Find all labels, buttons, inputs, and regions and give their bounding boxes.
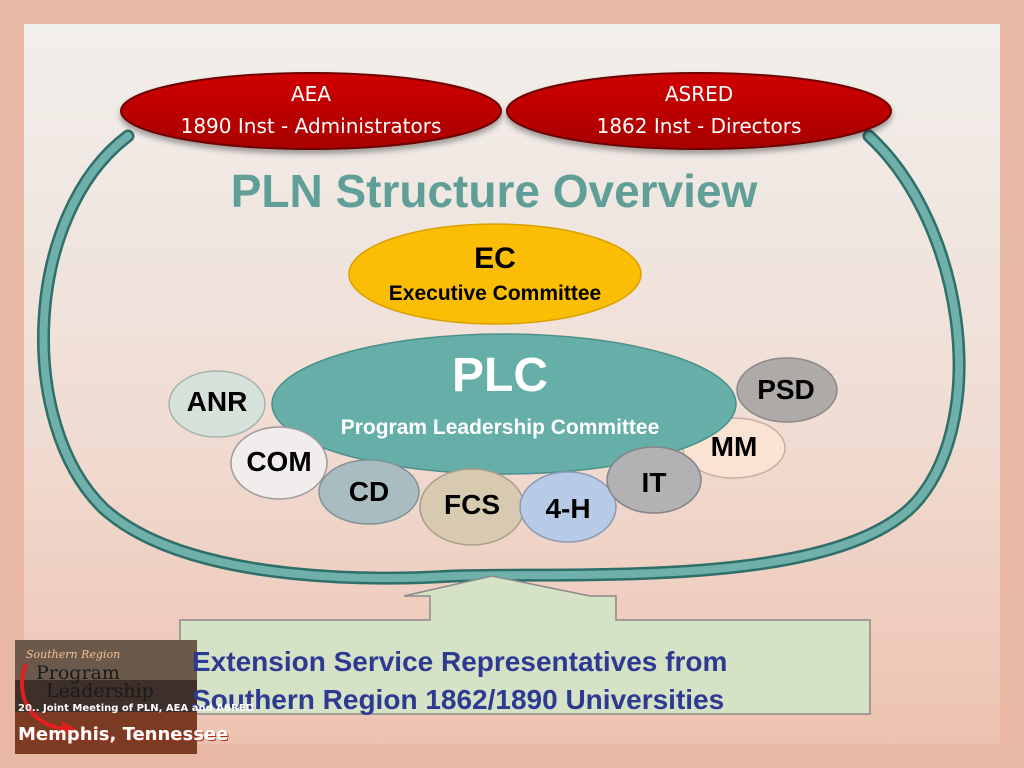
partner-desc: 1890 Inst - Administrators	[180, 114, 442, 138]
partner-desc: 1862 Inst - Directors	[596, 114, 802, 138]
partner-pill-asred	[506, 72, 892, 150]
footer-arrow-box	[179, 575, 871, 715]
committee-label-it: IT	[641, 467, 667, 498]
footer-text: Extension Service Representatives from S…	[192, 643, 862, 719]
committee-label-mm: MM	[710, 431, 758, 462]
logo-text-region: Southern Region	[26, 648, 121, 661]
committee-label-psd: PSD	[757, 374, 815, 405]
bubble-it	[606, 446, 702, 514]
bubble-psd	[736, 357, 838, 423]
outer-ring-highlight	[39, 132, 964, 583]
bubble-com	[230, 426, 328, 500]
logo-text-meeting: 20.. Joint Meeting of PLN, AEA and ASRED	[18, 703, 255, 714]
event-logo	[15, 640, 197, 754]
plc-ellipse	[271, 333, 737, 475]
slide-background: AEA 1890 Inst - Administrators ASRED 186…	[15, 24, 1000, 754]
bubble-4h	[519, 471, 617, 543]
partner-label-asred: ASRED 1862 Inst - Directors	[507, 78, 891, 142]
committee-label-4h: 4-H	[545, 493, 591, 524]
footer-line-2: Southern Region 1862/1890 Universities	[192, 684, 725, 715]
committee-label-cd: CD	[348, 476, 390, 507]
plc-abbr: PLC	[452, 349, 548, 402]
logo-text-leadership: Leadership	[46, 680, 154, 702]
ec-abbr: EC	[474, 242, 516, 275]
ec-desc: Executive Committee	[388, 282, 602, 305]
footer-line-1: Extension Service Representatives from	[192, 646, 728, 677]
committee-label-fcs: FCS	[444, 489, 500, 520]
bubble-anr	[168, 370, 266, 438]
slide-title: PLN Structure Overview	[230, 165, 758, 217]
partner-pill-aea	[120, 72, 502, 150]
partner-abbr: AEA	[291, 82, 331, 106]
logo-text-program: Program	[36, 662, 120, 684]
bubble-cd	[318, 459, 420, 525]
structure-diagram	[15, 72, 966, 754]
committee-label-com: COM	[246, 446, 312, 477]
partner-label-aea: AEA 1890 Inst - Administrators	[121, 78, 501, 142]
partner-abbr: ASRED	[664, 82, 734, 106]
logo-text-city: Memphis, Tennessee	[18, 724, 229, 745]
committee-label-anr: ANR	[186, 386, 248, 417]
plc-desc: Program Leadership Committee	[340, 416, 660, 439]
ec-ellipse	[348, 223, 642, 325]
